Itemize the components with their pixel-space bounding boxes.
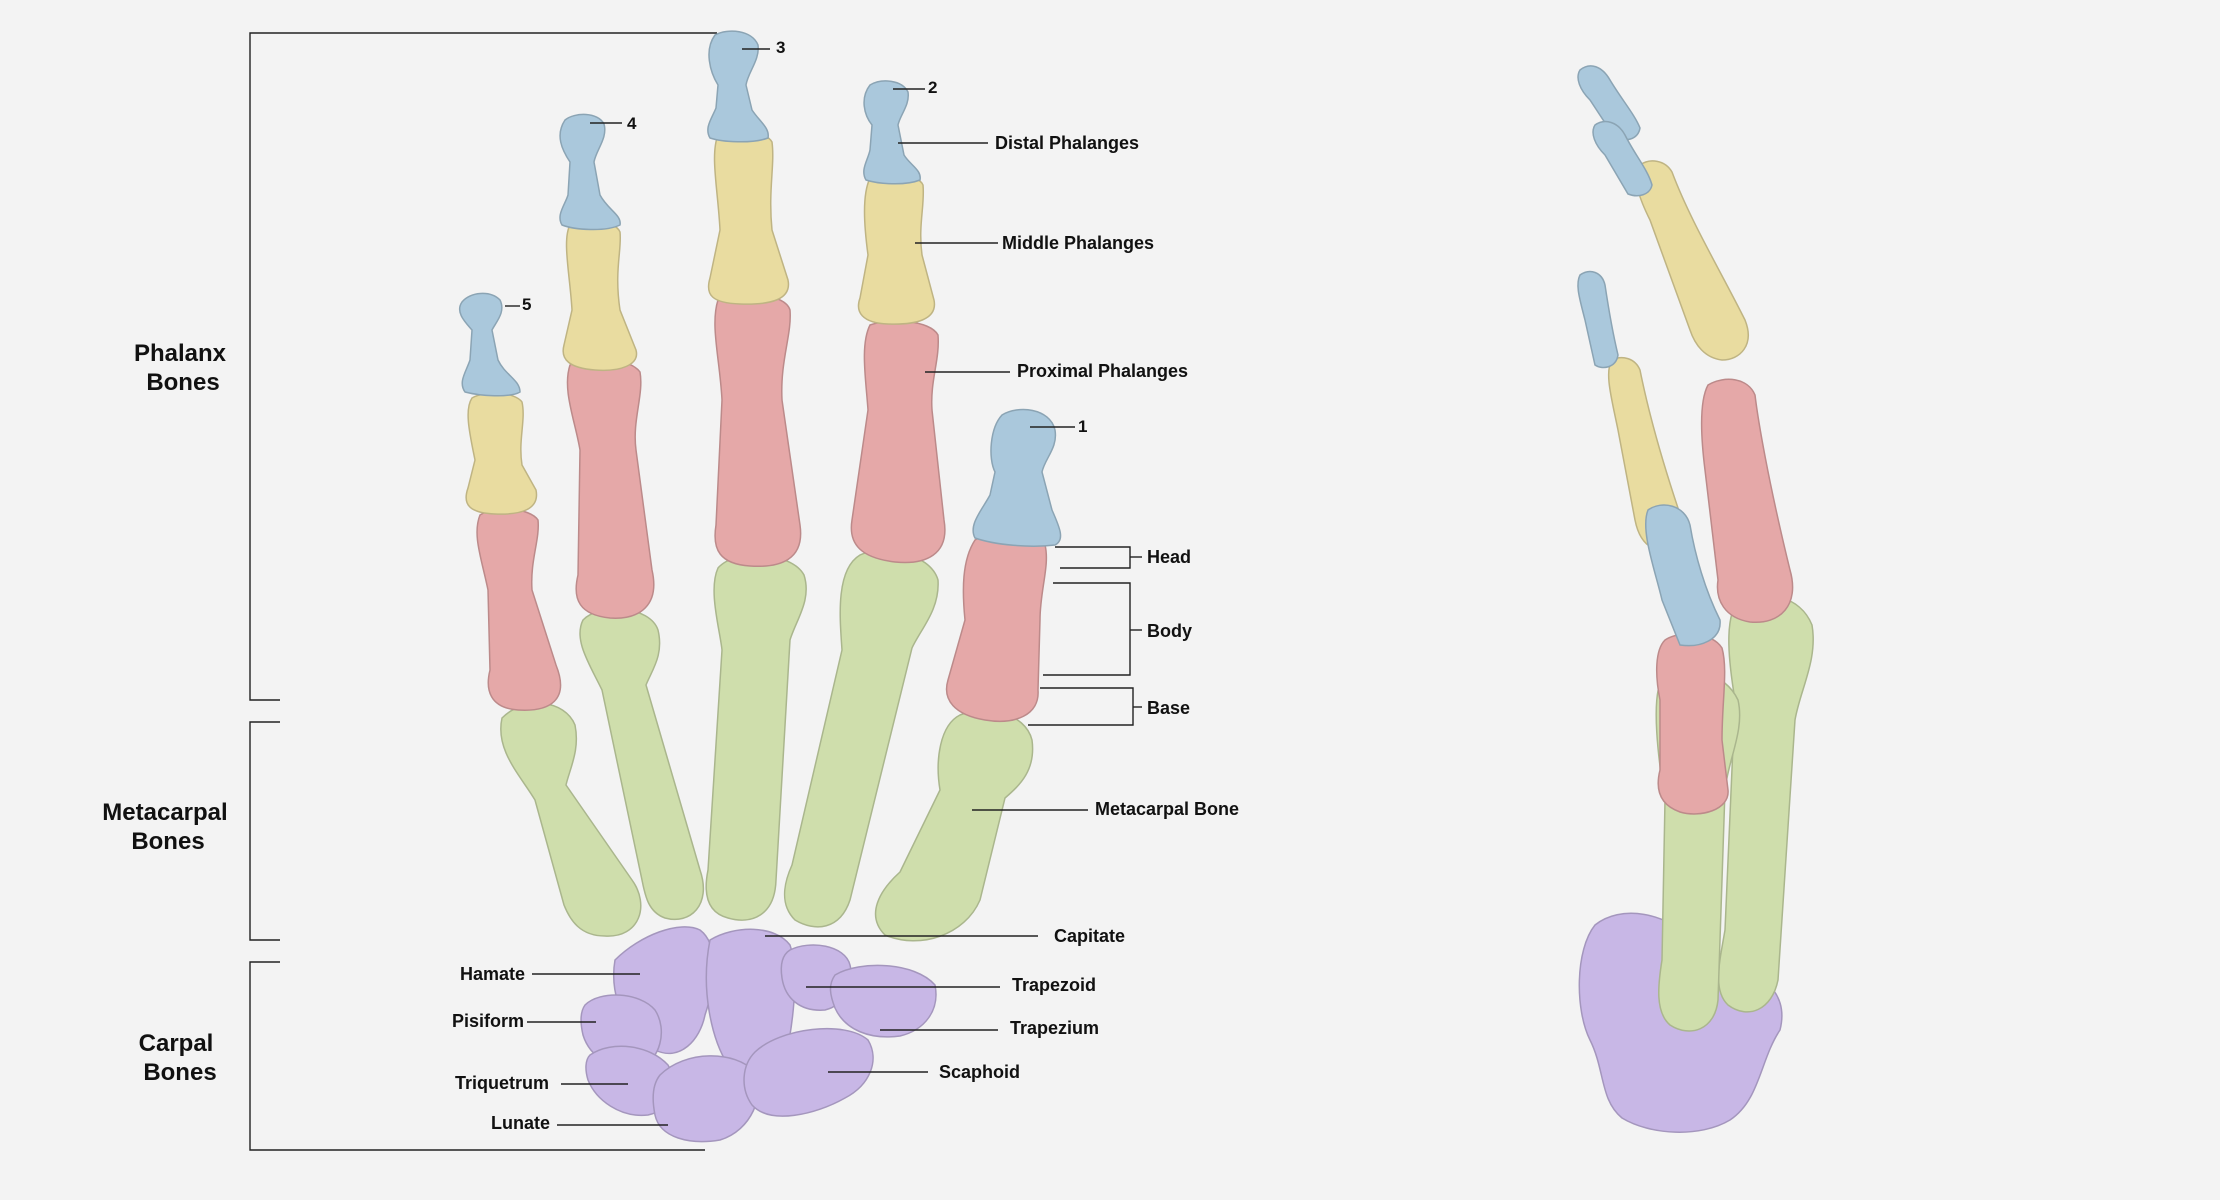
proximal-phalanx-4 bbox=[566, 358, 655, 619]
distal-phalanx-4 bbox=[559, 113, 621, 231]
proximal-phalanges bbox=[476, 293, 1048, 722]
middle-phalanx-5 bbox=[465, 392, 538, 515]
middle-phalanx-2 bbox=[857, 173, 936, 325]
side-proximal-back bbox=[1700, 378, 1794, 623]
side-distal-1 bbox=[1577, 65, 1641, 141]
middle-phalanx-3 bbox=[707, 130, 790, 305]
label-metacarpal-bone: Metacarpal Bone bbox=[1095, 799, 1239, 819]
body-bracket bbox=[1043, 582, 1131, 676]
label-hamate: Hamate bbox=[460, 964, 525, 984]
proximal-phalanx-5 bbox=[476, 508, 562, 711]
label-head: Head bbox=[1147, 547, 1191, 567]
finger-number-5: 5 bbox=[522, 295, 531, 314]
middle-phalanges bbox=[465, 130, 936, 515]
group-labels: Phalanx Bones Metacarpal Bones Carpal Bo… bbox=[102, 340, 227, 1086]
scaphoid-bone bbox=[743, 1027, 874, 1117]
finger-number-3: 3 bbox=[776, 38, 785, 57]
finger-number-4: 4 bbox=[627, 114, 637, 133]
phalanx-group-label-1: Phalanx bbox=[134, 340, 227, 367]
trapezium-bone bbox=[829, 964, 937, 1038]
distal-phalanx-2 bbox=[863, 80, 921, 185]
phalanx-bracket bbox=[249, 32, 717, 701]
distal-phalanx-5 bbox=[458, 292, 521, 397]
metacarpal-2 bbox=[783, 549, 939, 928]
lunate-bone bbox=[652, 1055, 760, 1143]
finger-number-1: 1 bbox=[1078, 417, 1087, 436]
hand-front-view bbox=[458, 30, 1062, 1143]
label-lunate: Lunate bbox=[491, 1113, 550, 1133]
label-body: Body bbox=[1147, 621, 1192, 641]
metacarpal-group-label-1: Metacarpal bbox=[102, 799, 227, 826]
distal-phalanx-3 bbox=[707, 30, 769, 143]
middle-phalanx-4 bbox=[562, 220, 638, 372]
side-distal-3 bbox=[1577, 270, 1619, 369]
label-trapezium: Trapezium bbox=[1010, 1018, 1099, 1038]
distal-phalanges bbox=[458, 30, 1062, 547]
metacarpal-5 bbox=[500, 702, 642, 937]
proximal-phalanx-3 bbox=[714, 293, 802, 568]
label-capitate: Capitate bbox=[1054, 926, 1125, 946]
metacarpal-4 bbox=[579, 608, 705, 921]
metacarpal-bones bbox=[500, 549, 1034, 942]
distal-phalanx-1 bbox=[972, 408, 1062, 547]
finger-number-2: 2 bbox=[928, 78, 937, 97]
carpal-bracket bbox=[249, 961, 705, 1151]
leader-lines bbox=[505, 48, 1142, 1126]
side-proximal-front bbox=[1655, 633, 1729, 815]
label-middle-phalanges: Middle Phalanges bbox=[1002, 233, 1154, 253]
group-brackets bbox=[249, 32, 717, 1151]
side-distal-thumb bbox=[1644, 504, 1721, 647]
side-metacarpal-back bbox=[1717, 594, 1814, 1013]
metacarpal-bracket bbox=[249, 721, 280, 941]
side-distal-2 bbox=[1592, 120, 1653, 197]
label-triquetrum: Triquetrum bbox=[455, 1073, 549, 1093]
label-distal-phalanges: Distal Phalanges bbox=[995, 133, 1139, 153]
phalanx-group-label-2: Bones bbox=[146, 369, 219, 396]
label-proximal-phalanges: Proximal Phalanges bbox=[1017, 361, 1188, 381]
metacarpal-group-label-2: Bones bbox=[131, 828, 204, 855]
side-middle-back bbox=[1636, 160, 1749, 361]
label-trapezoid: Trapezoid bbox=[1012, 975, 1096, 995]
proximal-phalanx-2 bbox=[850, 320, 946, 564]
triquetrum-bone bbox=[585, 1045, 675, 1116]
bone-labels: 5 4 3 2 1 Distal Phalanges Middle Phalan… bbox=[452, 38, 1239, 1133]
carpal-group-label-2: Bones bbox=[143, 1059, 216, 1086]
metacarpal-1 bbox=[874, 709, 1034, 942]
carpal-group-label-1: Carpal bbox=[139, 1030, 214, 1057]
hand-side-view bbox=[1577, 65, 1814, 1133]
label-pisiform: Pisiform bbox=[452, 1011, 524, 1031]
metacarpal-3 bbox=[705, 554, 807, 921]
carpal-bones bbox=[580, 926, 937, 1143]
label-base: Base bbox=[1147, 698, 1190, 718]
label-scaphoid: Scaphoid bbox=[939, 1062, 1020, 1082]
